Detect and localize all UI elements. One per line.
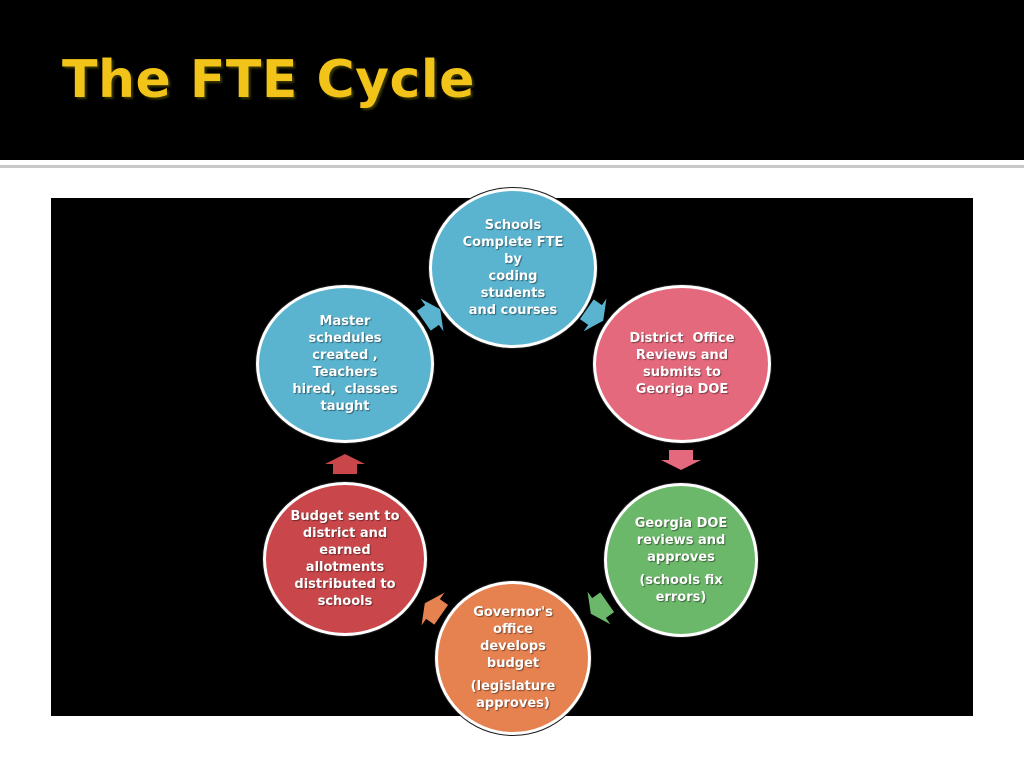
node-text-line: schools — [317, 594, 373, 609]
node-text-line: reviews and — [636, 532, 726, 548]
slide-title: The FTE Cycle — [62, 50, 475, 110]
node-text-line: budget — [486, 656, 540, 671]
header-bar: The FTE Cycle — [0, 0, 1024, 160]
node-text-line: coding students — [480, 269, 546, 301]
arrow-district-to-doe — [661, 450, 701, 470]
node-text-line: earned — [319, 543, 371, 558]
node-text-line: Reviews and — [635, 348, 729, 363]
cycle-arrows — [325, 298, 701, 626]
node-text-line: Master schedules — [308, 314, 382, 346]
cycle-node-governors-office: Governor's office develops budget (legislat… — [435, 581, 591, 735]
node-text-line: distributed to — [294, 577, 396, 592]
node-text-line: Complete FTE by — [462, 235, 568, 267]
node-text-line: and courses — [468, 303, 558, 318]
node-text-line: Georgia DOE — [634, 515, 728, 531]
arrow-budget-to-master — [325, 454, 365, 474]
arrow-governor-to-budget — [421, 592, 449, 626]
arrow-schools-to-district — [579, 298, 607, 332]
node-text-line: Schools — [484, 218, 542, 233]
node-text-line: hired, classes — [292, 382, 398, 397]
node-text-line: submits to — [643, 365, 721, 380]
node-text-line: District Office — [629, 331, 735, 346]
node-text-line: allotments — [305, 560, 385, 575]
header-divider — [0, 160, 1024, 165]
node-text-line: taught — [320, 399, 370, 414]
arrow-master-to-schools — [416, 298, 444, 332]
node-text-line: Budget sent to — [290, 509, 400, 524]
node-note: (legislature approves) — [470, 679, 556, 711]
header-divider-shadow — [0, 165, 1024, 168]
node-text-line: district and — [302, 526, 388, 541]
node-text-line: office develops — [480, 622, 546, 654]
node-text-line: created , Teachers — [312, 348, 383, 380]
node-note: (schools fix errors) — [639, 572, 723, 605]
node-text-line: Georiga DOE — [635, 382, 729, 397]
node-text-line: Governor's — [473, 605, 553, 620]
node-text-line: approves — [647, 549, 715, 565]
cycle-node-budget-sent: Budget sent to district and earned allotmen… — [263, 482, 427, 636]
arrow-doe-to-governor — [587, 591, 615, 625]
